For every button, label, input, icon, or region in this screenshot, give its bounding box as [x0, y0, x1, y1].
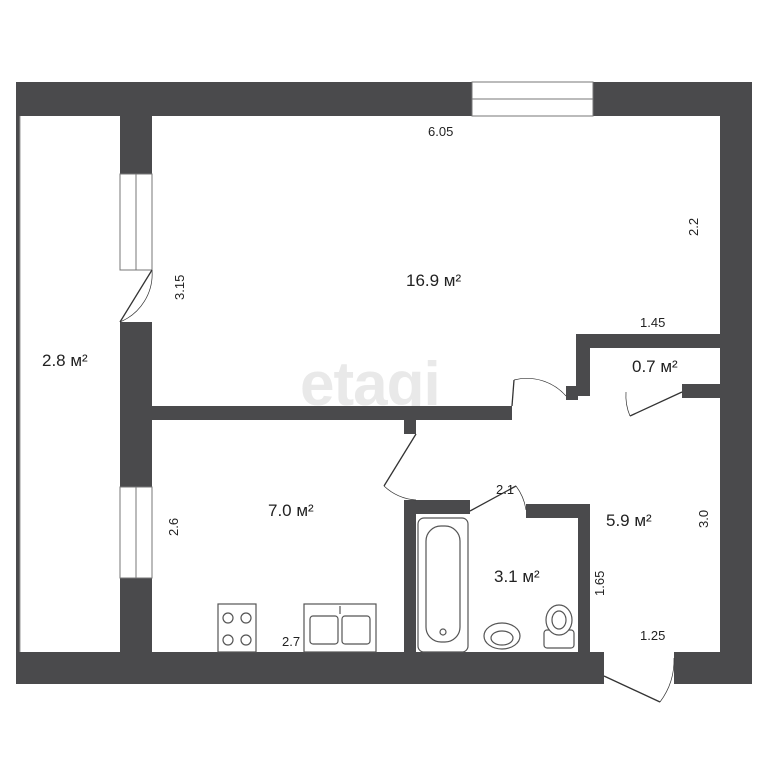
wall-balcony-3 — [120, 578, 152, 658]
room-area-bathroom: 3.1 м² — [494, 567, 540, 586]
toilet-icon — [543, 604, 575, 649]
wall-closet-post — [566, 386, 578, 400]
room-area-kitchen: 7.0 м² — [268, 501, 314, 520]
door-entrance — [603, 675, 661, 703]
washbasin-icon — [483, 622, 521, 650]
wall-balcony-2 — [120, 322, 152, 487]
wall-bath-right — [578, 504, 590, 658]
windows — [19, 81, 594, 652]
dim-kitchen-left: 2.6 — [166, 518, 181, 536]
wall-bath-top — [404, 500, 470, 514]
wall-kitchen-bath — [404, 500, 416, 658]
room-area-balcony: 2.8 м² — [42, 351, 88, 370]
kitchen-sink-icon — [303, 603, 377, 653]
dim-hall-right: 3.0 — [696, 510, 711, 528]
fixtures — [217, 517, 575, 653]
wall-left — [16, 82, 20, 684]
door-kitchen — [383, 433, 417, 487]
stove-icon — [217, 603, 257, 653]
wall-living-hall — [414, 406, 512, 420]
wall-living-kitchen — [152, 406, 414, 420]
wall-top-left — [16, 82, 472, 116]
door-living — [511, 379, 515, 407]
doors — [119, 269, 683, 703]
walls — [16, 82, 752, 684]
wall-closet-top — [576, 334, 720, 348]
wall-kitchen-door-post — [404, 420, 416, 434]
dim-bath-top: 2.1 — [496, 482, 514, 497]
wall-bottom-right — [674, 652, 752, 684]
dim-living-left: 3.15 — [172, 275, 187, 300]
dim-living-width: 6.05 — [428, 124, 453, 139]
wall-bottom-left — [16, 652, 604, 684]
door-closet — [629, 391, 683, 417]
bathtub-icon — [417, 517, 469, 653]
wall-right — [720, 82, 752, 684]
dim-kitchen-bottom: 2.7 — [282, 634, 300, 649]
wall-closet-bottom — [682, 384, 720, 398]
wall-balcony-1 — [120, 116, 152, 174]
wall-closet-left — [576, 334, 590, 396]
room-area-hallway: 5.9 м² — [606, 511, 652, 530]
door-bathroom — [469, 485, 517, 512]
door-balcony — [119, 269, 153, 323]
dim-closet-width: 1.45 — [640, 315, 665, 330]
room-area-closet: 0.7 м² — [632, 357, 678, 376]
wall-bath-top-right — [526, 504, 590, 518]
dim-hall-bottom: 1.25 — [640, 628, 665, 643]
dim-living-right: 2.2 — [686, 218, 701, 236]
dim-bath-right: 1.65 — [592, 571, 607, 596]
room-area-living: 16.9 м² — [406, 271, 461, 290]
